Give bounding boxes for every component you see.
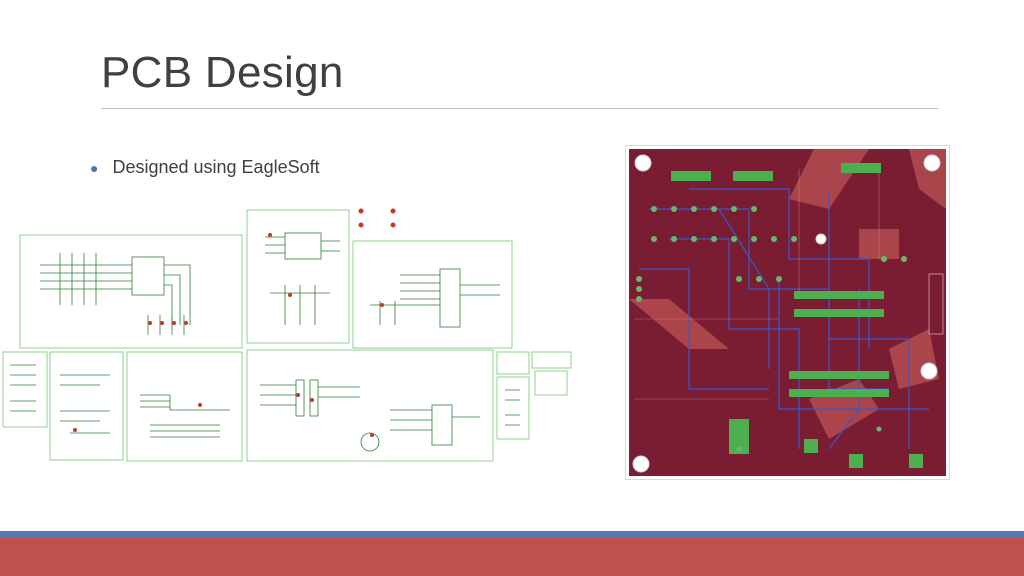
pcb-layout-image [629,149,946,476]
slide-title: PCB Design [101,48,344,97]
title-divider [101,108,938,109]
bullet-text: Designed using EagleSoft [112,157,320,177]
footer-band-red [0,538,1024,576]
pcb-image-frame [625,145,950,480]
bullet-item: ● Designed using EagleSoft [90,157,320,178]
bullet-dot-icon: ● [90,159,99,176]
schematic-image [2,208,572,462]
footer-band-blue [0,531,1024,538]
